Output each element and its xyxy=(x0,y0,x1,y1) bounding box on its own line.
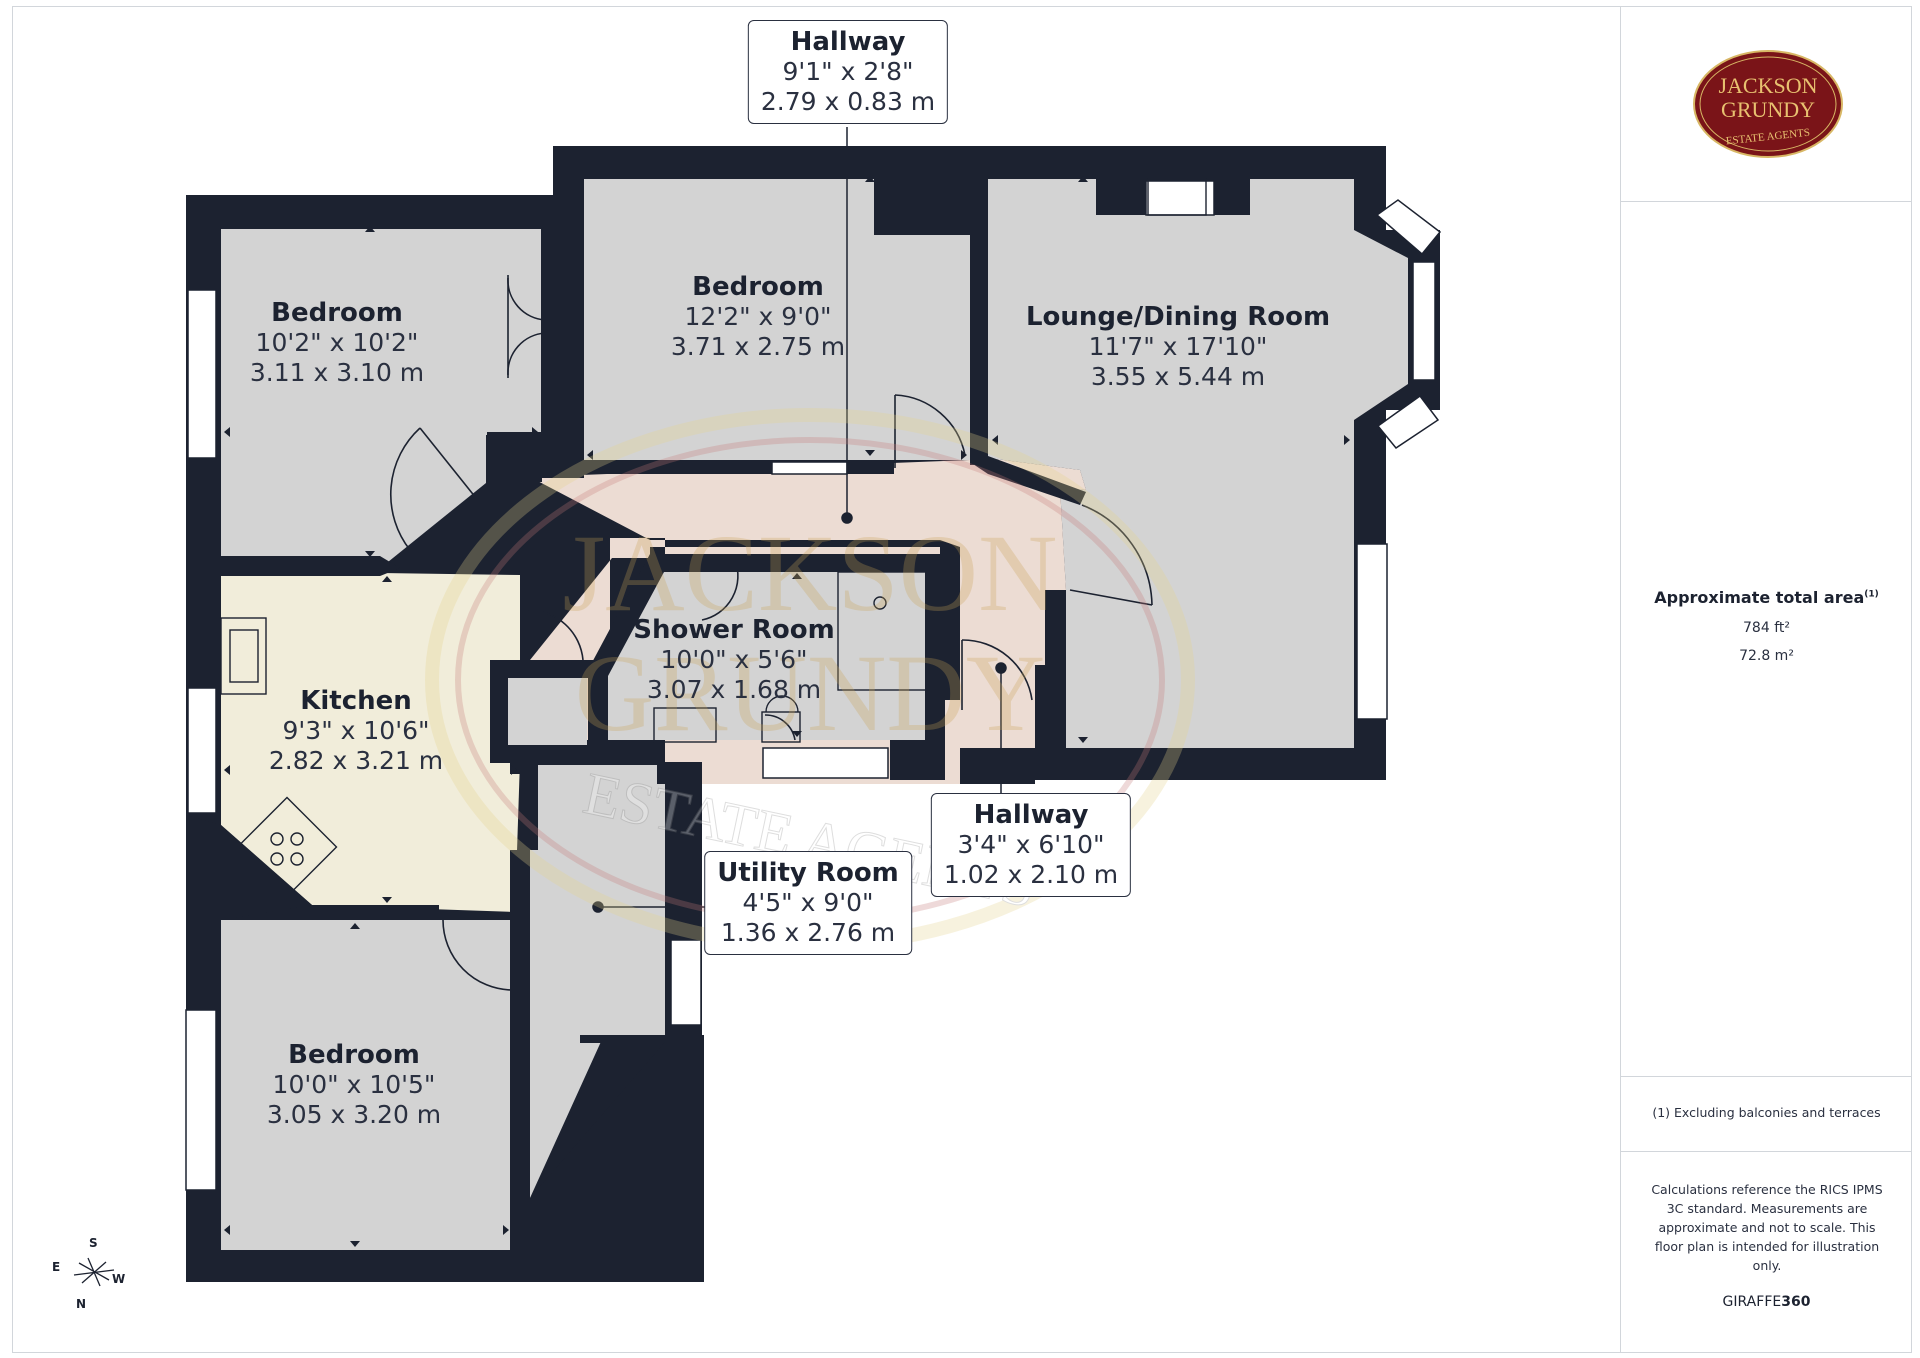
area-title: Approximate total area(1) xyxy=(1654,588,1879,607)
bedroom-2-floor xyxy=(584,179,970,460)
dimension-marks xyxy=(224,176,1350,1247)
page-frame xyxy=(12,6,1912,1353)
hob xyxy=(236,796,338,898)
area-ft: 784 ft² xyxy=(1743,620,1790,636)
room-label-bedroom-1: Bedroom 10'2" x 10'2" 3.11 x 3.10 m xyxy=(249,298,425,387)
fixtures xyxy=(220,178,1207,898)
compass-rose xyxy=(73,1257,115,1287)
bedroom-3-floor xyxy=(221,920,512,1250)
info-sidebar: Approximate total area(1) 784 ft² 72.8 m… xyxy=(1620,6,1912,1353)
shower-floor xyxy=(597,570,925,740)
basin xyxy=(653,707,717,743)
windows xyxy=(185,180,1442,1191)
svg-text:GRUNDY: GRUNDY xyxy=(1721,97,1815,122)
watermark-line1: JACKSON xyxy=(562,512,1057,634)
callout-hallway-top: Hallway 9'1" x 2'8" 2.79 x 0.83 m xyxy=(747,20,949,124)
compass-s: S xyxy=(89,1236,98,1250)
room-label-bedroom-2: Bedroom 12'2" x 9'0" 3.71 x 2.75 m xyxy=(670,272,846,361)
callout-utility: Utility Room 4'5" x 9'0" 1.36 x 2.76 m xyxy=(704,851,912,955)
room-label-lounge: Lounge/Dining Room 11'7" x 17'10" 3.55 x… xyxy=(1025,302,1331,391)
compass-n: N xyxy=(76,1297,87,1311)
room-label-kitchen: Kitchen 9'3" x 10'6" 2.82 x 3.21 m xyxy=(268,686,444,775)
svg-text:JACKSON: JACKSON xyxy=(1718,73,1817,98)
disclaimer: Calculations reference the RICS IPMS 3C … xyxy=(1651,1182,1883,1273)
footnote: (1) Excluding balconies and terraces xyxy=(1652,1105,1881,1120)
compass-w: W xyxy=(112,1272,126,1286)
kitchen-sink xyxy=(220,617,267,695)
area-m: 72.8 m² xyxy=(1739,648,1794,664)
bedroom-1-floor xyxy=(221,229,541,570)
lounge-floor xyxy=(988,179,1408,748)
compass-e: E xyxy=(52,1260,61,1274)
brand-mark: GIRAFFE360 xyxy=(1722,1294,1811,1310)
watermark-line2: GRUNDY xyxy=(575,632,1046,754)
internal-walls xyxy=(186,179,1250,1282)
room-label-bedroom-3: Bedroom 10'0" x 10'5" 3.05 x 3.20 m xyxy=(266,1040,442,1129)
room-label-shower: Shower Room 10'0" x 5'6" 3.07 x 1.68 m xyxy=(633,615,835,704)
room-floors xyxy=(221,179,1408,1250)
kitchen-floor xyxy=(221,573,520,912)
company-logo: JACKSON GRUNDY ESTATE AGENTS xyxy=(1693,50,1843,158)
toilet xyxy=(761,711,801,743)
cupboard-floor xyxy=(505,670,587,748)
callout-hallway-right: Hallway 3'4" x 6'10" 1.02 x 2.10 m xyxy=(930,793,1132,897)
fireplace xyxy=(1147,178,1207,216)
shower-tray xyxy=(837,571,927,691)
callout-leaders xyxy=(592,127,1007,913)
doors xyxy=(389,275,1153,991)
utility-floor xyxy=(530,765,665,1198)
